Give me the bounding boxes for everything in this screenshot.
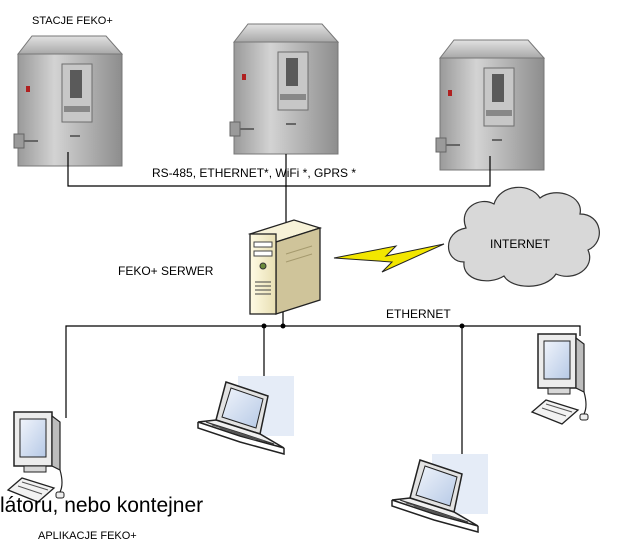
stations-label: STACJE FEKO+ xyxy=(32,15,113,27)
ethernet-label: ETHERNET xyxy=(386,307,451,321)
cloud-icon xyxy=(448,186,600,287)
desktop-computer-icon xyxy=(7,411,65,503)
server-label: FEKO+ SERWER xyxy=(118,264,214,278)
laptop-icon xyxy=(197,375,295,455)
station-cabinet-icon xyxy=(229,23,339,155)
server-tower-icon xyxy=(247,219,323,315)
overlay-caption: látoru, nebo kontejner xyxy=(0,494,204,517)
bus-junction xyxy=(261,323,267,329)
station-cabinet-icon xyxy=(13,35,123,167)
lightning-icon xyxy=(333,243,445,273)
bus-junction xyxy=(459,323,465,329)
apps-label: APLIKACJE FEKO+ xyxy=(38,530,137,542)
station-cabinet-icon xyxy=(435,39,545,171)
field-bus-lines xyxy=(67,152,491,224)
ethernet-bus-lines xyxy=(65,312,581,454)
desktop-computer-icon xyxy=(531,333,589,425)
internet-label: INTERNET xyxy=(490,237,550,251)
laptop-icon xyxy=(391,453,489,533)
bus-label: RS-485, ETHERNET*, WiFi *, GPRS * xyxy=(152,166,357,180)
bus-junction xyxy=(280,323,286,329)
